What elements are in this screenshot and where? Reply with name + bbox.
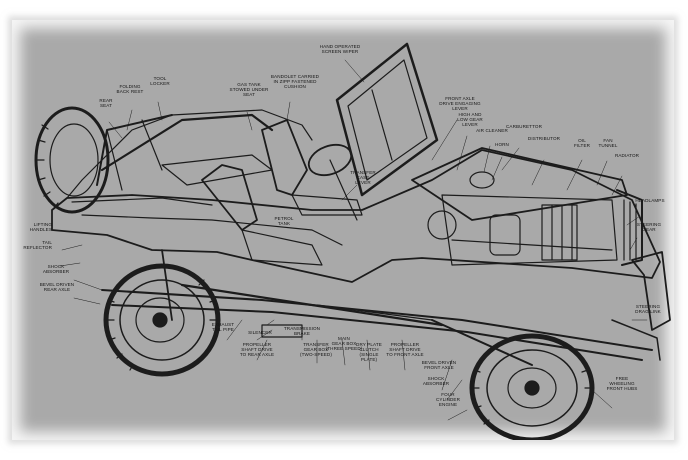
engine-bay: [411, 147, 643, 266]
windshield: [335, 42, 439, 197]
illustration-frame: HAND OPERATED SCREEN WIPER FOLDING BACK …: [12, 20, 674, 440]
label-front-axle-lever: FRONT AXLE DRIVE ENGAGING LEVER: [439, 96, 481, 111]
label-carburettor: CARBURETTOR: [506, 124, 542, 129]
label-distributor: DISTRIBUTOR: [527, 136, 561, 141]
label-gas-tank: GAS TANK STOWED UNDER SEAT: [229, 82, 269, 97]
jeep-cutaway-illustration: [34, 42, 671, 440]
steering-wheel: [307, 143, 358, 221]
label-shock-absorber-rear: SHOCK ABSORBER: [42, 264, 70, 274]
label-four-cylinder-engine: FOUR CYLINDER ENGINE: [435, 392, 461, 407]
label-main-gear-box: MAIN GEAR BOX (THREE SPEED): [325, 336, 363, 351]
label-oil-filter: OIL FILTER: [573, 138, 591, 148]
label-transmission-brake: TRANSMISSION BRAKE: [283, 326, 321, 336]
label-air-cleaner: AIR CLEANER: [476, 128, 508, 133]
label-tool-locker: TOOL LOCKER: [150, 76, 170, 86]
front-wheel: [469, 333, 595, 440]
label-exhaust-tail-pipe: EXHAUST TAIL PIPE: [211, 322, 235, 332]
label-propeller-shaft-rear: PROPELLER SHAFT DRIVE TO REAR AXLE: [239, 342, 275, 357]
label-bevel-rear-axle: BEVEL DRIVEN REAR AXLE: [39, 282, 75, 292]
label-transfer-case-lever: TRANSFER CASE LEVER: [350, 170, 376, 185]
label-transfer-case: TRANSFER GEAR BOX (TWO-SPEED): [300, 342, 332, 357]
label-driver-cushion: BANDOLET CARRIED IN ZIPP FASTENED CUSHIO…: [270, 74, 320, 89]
label-horn: HORN: [495, 142, 509, 147]
label-headlamps: HEADLAMPS: [635, 198, 665, 203]
label-radiator: RADIATOR: [614, 153, 640, 158]
label-windshield-wiper: HAND OPERATED SCREEN WIPER: [319, 44, 361, 54]
leader-lines: [59, 59, 648, 421]
rear-wheel: [103, 263, 221, 377]
label-propeller-shaft-front: PROPELLER SHAFT DRIVE TO FRONT AXLE: [386, 342, 424, 357]
label-petrol-tank: PETROL TANK: [274, 216, 294, 226]
label-dry-plate-clutch: DRY PLATE CLUTCH (SINGLE PLATE): [356, 342, 382, 362]
chassis: [101, 249, 653, 366]
spare-wheel: [34, 106, 110, 214]
label-lifting-handles: LIFTING HANDLES: [29, 222, 52, 232]
front-seats: [201, 119, 363, 266]
label-high-low-lever: HIGH AND LOW GEAR LEVER: [457, 112, 483, 127]
label-folding-back-rest: FOLDING BACK REST: [116, 84, 144, 94]
label-steering-gear: STEERING GEAR: [636, 222, 662, 232]
label-shock-absorber-front: SHOCK ABSORBER: [422, 376, 450, 386]
label-steering-drag-link: STEERING DRAG LINK: [635, 304, 661, 314]
label-rear-seat: REAR SEAT: [99, 98, 113, 108]
label-bevel-front-axle: BEVEL DRIVEN FRONT AXLE: [421, 360, 457, 370]
label-tail-reflector: TAIL REFLECTOR: [23, 240, 52, 250]
front-bumper: [611, 251, 671, 361]
label-silencer: SILENCER: [248, 330, 272, 335]
body-tub: [51, 109, 661, 283]
label-free-wheeling-hubs: FREE WHEELING FRONT HUBS: [606, 376, 638, 391]
label-fan-tunnel: FAN TUNNEL: [598, 138, 618, 148]
